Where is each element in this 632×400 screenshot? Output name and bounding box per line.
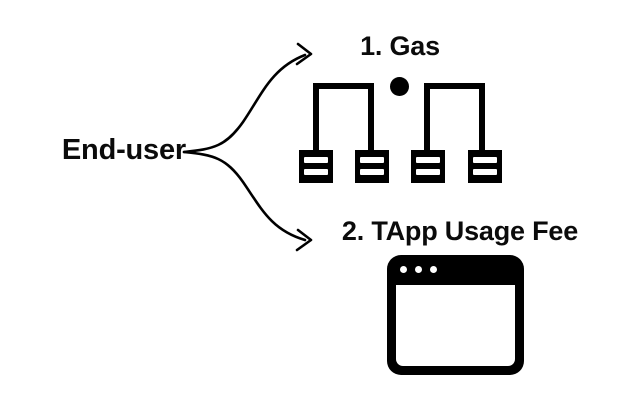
network-node-3 [411,150,445,183]
network-bar-right [424,83,485,89]
node-slot-top [473,157,497,163]
node-slot-bottom [473,169,497,175]
node-slot-top [360,157,384,163]
node-slot-bottom [304,169,328,175]
curved-arrow-down [182,150,307,242]
browser-titlebar [387,255,524,285]
node-slot-top [416,157,440,163]
network-node-2 [355,150,389,183]
gas-branch-title: 1. Gas [360,31,440,61]
tapp-branch-title: 2. TApp Usage Fee [341,216,579,246]
network-stem-2 [368,83,374,150]
network-node-4 [468,150,502,183]
node-slot-top [304,157,328,163]
network-bar-left [313,83,374,89]
node-slot-bottom [416,169,440,175]
network-stem-3 [424,83,430,150]
end-user-label: End-user [61,134,186,166]
browser-content-area [396,285,515,366]
network-center-dot-icon [390,77,409,96]
network-node-1 [299,150,333,183]
curved-arrow-up [182,53,307,154]
network-stem-1 [313,83,319,150]
network-nodes-icon [296,74,506,186]
browser-dot-2-icon [415,266,422,273]
browser-dot-1-icon [400,266,407,273]
browser-window-icon [387,255,524,375]
node-slot-bottom [360,169,384,175]
network-stem-4 [479,83,485,150]
browser-dot-3-icon [430,266,437,273]
arrowhead-down-icon [295,228,313,252]
